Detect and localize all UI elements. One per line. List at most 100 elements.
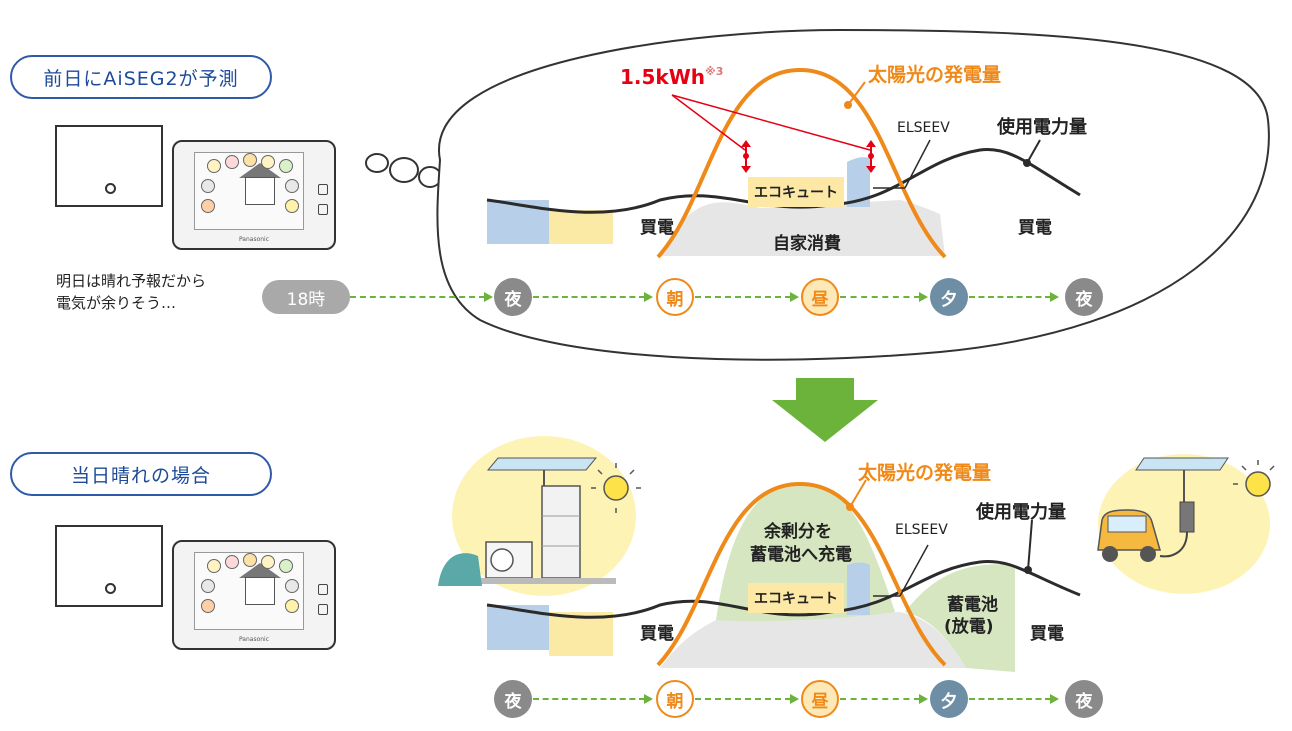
solar-pointer-line: [849, 479, 867, 508]
buy-label-top-left: 買電: [640, 218, 674, 238]
device-brand: Panasonic: [238, 236, 270, 243]
timeline-dash: [350, 296, 485, 298]
time-morning: 朝: [656, 278, 694, 316]
bottom-section-title: 当日晴れの場合: [10, 452, 272, 496]
screen-icon-3: [243, 153, 257, 167]
timeline-dash: [969, 296, 1051, 298]
screen-icon-5: [279, 559, 293, 573]
speaker-unit: [55, 125, 163, 207]
self-consumption-label: 自家消費: [773, 234, 841, 254]
timeline-arrowhead: [644, 292, 653, 302]
time-evening: 夕: [930, 680, 968, 718]
usage-label-top: 使用電力量: [997, 117, 1087, 138]
dawn-block: [549, 210, 613, 244]
elseev-pointer-line-2: [899, 544, 929, 597]
timeline-arrowhead: [484, 292, 493, 302]
timeline-dash: [695, 296, 791, 298]
sun-icon: [1245, 471, 1271, 497]
discharge-area: [905, 564, 1015, 672]
house-icon: [245, 177, 275, 205]
timeline-dash: [533, 698, 645, 700]
forecast-text-line1: 明日は晴れ予報だから: [56, 272, 207, 290]
screen-icon-7: [285, 579, 299, 593]
timeline-dash: [840, 296, 920, 298]
self-consumption-area: [662, 200, 945, 256]
elseev-label-bottom: ELSEEV: [895, 522, 948, 538]
time-night-2: 夜: [1065, 680, 1103, 718]
screen-icon-8: [201, 599, 215, 613]
screen-icon-5: [279, 159, 293, 173]
aiseg2-device: Panasonic: [172, 140, 336, 250]
time-noon: 昼: [801, 680, 839, 718]
screen-icon-2: [225, 555, 239, 569]
thought-bubble-small: [365, 153, 389, 173]
buy-label-top-right: 買電: [1018, 218, 1052, 238]
ecocute-box-top: エコキュート: [748, 177, 844, 207]
dawn-block: [549, 612, 613, 656]
plug-icon: [318, 204, 328, 215]
timeline-dash: [840, 698, 920, 700]
charge-label-line2: 蓄電池へ充電: [750, 545, 852, 565]
bottom-chart: [486, 479, 1081, 672]
solar-panel-icon: [1135, 457, 1229, 471]
usage-curve-bottom: [486, 559, 1081, 619]
elseev-pointer-line-2: [904, 139, 931, 189]
forecast-text-line2: 電気が余りそう…: [56, 294, 177, 312]
time-noon: 昼: [801, 278, 839, 316]
solar-pointer-line: [847, 81, 866, 106]
screen-icon-4: [261, 155, 275, 169]
down-arrow-icon: [772, 378, 878, 442]
device-screen: [194, 152, 304, 230]
usage-pointer-line: [1027, 519, 1033, 571]
kwh-line-left: [671, 94, 746, 151]
plug-icon: [318, 184, 328, 195]
solar-label-top: 太陽光の発電量: [868, 64, 1002, 86]
self-consumption-area: [660, 612, 966, 668]
buy-label-bottom-right: 買電: [1030, 624, 1064, 644]
device-brand: Panasonic: [238, 636, 270, 643]
solar-panel-icon: [486, 457, 598, 471]
kwh-value: 1.5kWh: [620, 65, 706, 89]
screen-icon-8: [201, 199, 215, 213]
red-arrowhead: [741, 140, 751, 147]
kwh-line-right: [671, 94, 871, 151]
elseev-block: [847, 157, 870, 207]
time-morning: 朝: [656, 680, 694, 718]
solar-curve-bottom: [656, 481, 947, 667]
screen-icon-6: [201, 579, 215, 593]
timeline-arrowhead: [919, 292, 928, 302]
start-time-pill: 18時: [262, 280, 350, 314]
elseev-label-top: ELSEEV: [897, 120, 950, 136]
red-dot: [868, 153, 874, 159]
speaker-dot-icon: [105, 183, 116, 194]
red-dot: [743, 153, 749, 159]
screen-icon-4: [261, 555, 275, 569]
screen-icon-3: [243, 553, 257, 567]
timeline-dash: [695, 698, 791, 700]
plant-icon: [438, 553, 482, 586]
timeline-arrowhead: [790, 694, 799, 704]
ecocute-box-bottom: エコキュート: [748, 583, 844, 613]
sun-icon: [603, 475, 629, 501]
kwh-note: ※3: [705, 65, 724, 78]
red-arrowhead: [866, 166, 876, 173]
top-section-title: 前日にAiSEG2が予測: [10, 55, 272, 99]
time-night-2: 夜: [1065, 278, 1103, 316]
red-arrowhead: [866, 140, 876, 147]
screen-icon-9: [285, 599, 299, 613]
plug-icon: [318, 584, 328, 595]
plug-icon: [318, 604, 328, 615]
battery-label-line2: (放電): [944, 617, 994, 637]
usage-label-bottom: 使用電力量: [976, 502, 1066, 523]
house-icon: [245, 577, 275, 605]
screen-icon-9: [285, 199, 299, 213]
timeline-dash: [533, 296, 645, 298]
solar-curve-top: [656, 67, 947, 259]
red-arrowhead: [741, 166, 751, 173]
battery-label-line1: 蓄電池: [947, 595, 998, 615]
speaker-dot-icon: [105, 583, 116, 594]
screen-icon-1: [207, 159, 221, 173]
timeline-arrowhead: [1050, 694, 1059, 704]
home-battery-illustration: [438, 436, 641, 596]
time-evening: 夕: [930, 278, 968, 316]
